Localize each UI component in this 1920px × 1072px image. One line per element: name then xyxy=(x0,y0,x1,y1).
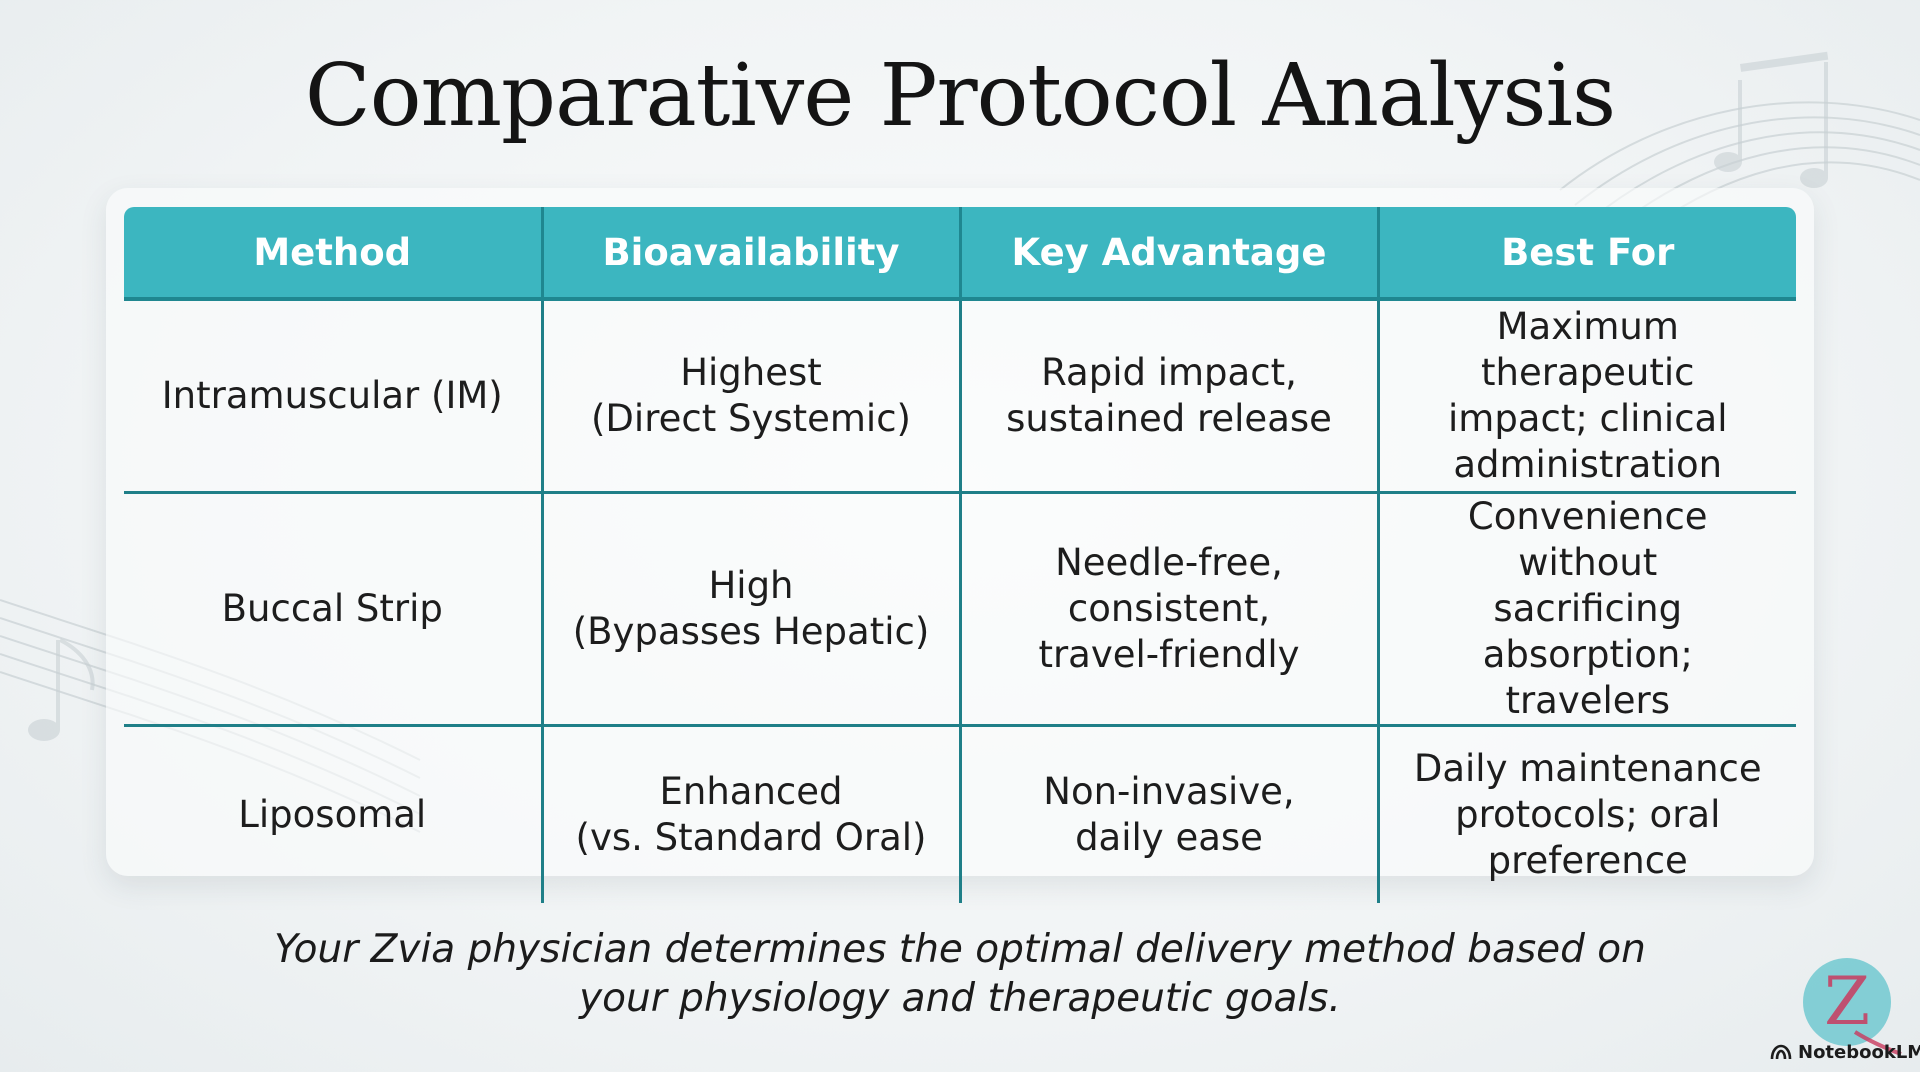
footer-line: your physiology and therapeutic goals. xyxy=(579,976,1341,1021)
best-for-line: preference xyxy=(1487,839,1688,882)
column-header-best-for: Best For xyxy=(1376,207,1796,301)
method-text: Intramuscular (IM) xyxy=(161,374,503,417)
bioavailability-cell: Highest (Direct Systemic) xyxy=(540,299,960,494)
advantage-line: sustained release xyxy=(1006,397,1332,440)
column-header-method: Method xyxy=(124,207,542,301)
protocol-comparison-table: Method Bioavailability Key Advantage Bes… xyxy=(124,207,1796,903)
method-cell: Liposomal xyxy=(124,726,542,904)
bioavailability-note: (Bypasses Hepatic) xyxy=(572,610,930,653)
best-for-cell: Daily maintenance protocols; oral prefer… xyxy=(1376,725,1796,903)
table-row: Liposomal Enhanced (vs. Standard Oral) N… xyxy=(124,725,1796,904)
best-for-line: administration xyxy=(1453,443,1723,486)
logo-letter: Z xyxy=(1824,963,1870,1040)
key-advantage-cell: Non-invasive, daily ease xyxy=(958,725,1378,903)
best-for-line: Daily maintenance xyxy=(1413,747,1762,790)
zvia-logo-icon: Z xyxy=(1803,958,1902,1056)
best-for-line: travelers xyxy=(1505,679,1671,722)
column-header-key-advantage: Key Advantage xyxy=(958,207,1378,301)
method-cell: Intramuscular (IM) xyxy=(124,299,542,494)
method-cell: Buccal Strip xyxy=(124,492,542,727)
bioavailability-note: (Direct Systemic) xyxy=(590,397,911,440)
advantage-line: Non-invasive, xyxy=(1043,770,1295,813)
table-header-row: Method Bioavailability Key Advantage Bes… xyxy=(124,207,1796,301)
key-advantage-cell: Rapid impact, sustained release xyxy=(958,299,1378,494)
best-for-cell: Maximum therapeutic impact; clinical adm… xyxy=(1376,299,1796,494)
advantage-line: consistent, xyxy=(1067,587,1271,630)
notebooklm-watermark: NotebookLM xyxy=(1770,1038,1920,1066)
best-for-line: protocols; oral xyxy=(1455,793,1721,836)
bioavailability-level: Enhanced xyxy=(659,770,843,813)
table-row: Buccal Strip High (Bypasses Hepatic) Nee… xyxy=(124,492,1796,727)
best-for-line: sacrificing absorption; xyxy=(1482,587,1693,676)
bioavailability-level: High xyxy=(708,564,794,607)
column-header-bioavailability: Bioavailability xyxy=(540,207,960,301)
best-for-line: Convenience without xyxy=(1467,495,1708,584)
best-for-line: Maximum therapeutic xyxy=(1481,305,1695,394)
bioavailability-level: Highest xyxy=(680,351,822,394)
slide-title: Comparative Protocol Analysis xyxy=(304,46,1616,146)
key-advantage-cell: Needle-free, consistent, travel-friendly xyxy=(958,492,1378,727)
advantage-line: travel-friendly xyxy=(1038,633,1300,676)
best-for-line: impact; clinical xyxy=(1448,397,1728,440)
method-text: Buccal Strip xyxy=(221,587,443,630)
bioavailability-cell: High (Bypasses Hepatic) xyxy=(540,492,960,727)
notebooklm-icon xyxy=(1770,1044,1792,1060)
footer-line: Your Zvia physician determines the optim… xyxy=(274,927,1646,972)
advantage-line: Rapid impact, xyxy=(1041,351,1297,394)
advantage-line: daily ease xyxy=(1075,816,1263,859)
method-text: Liposomal xyxy=(238,793,427,836)
best-for-cell: Convenience without sacrificing absorpti… xyxy=(1376,492,1796,727)
table-row: Intramuscular (IM) Highest (Direct Syste… xyxy=(124,299,1796,494)
bioavailability-note: (vs. Standard Oral) xyxy=(575,816,927,859)
advantage-line: Needle-free, xyxy=(1055,541,1283,584)
footer-caption: Your Zvia physician determines the optim… xyxy=(0,925,1920,1023)
brand-label: NotebookLM xyxy=(1798,1041,1920,1063)
bioavailability-cell: Enhanced (vs. Standard Oral) xyxy=(540,725,960,903)
